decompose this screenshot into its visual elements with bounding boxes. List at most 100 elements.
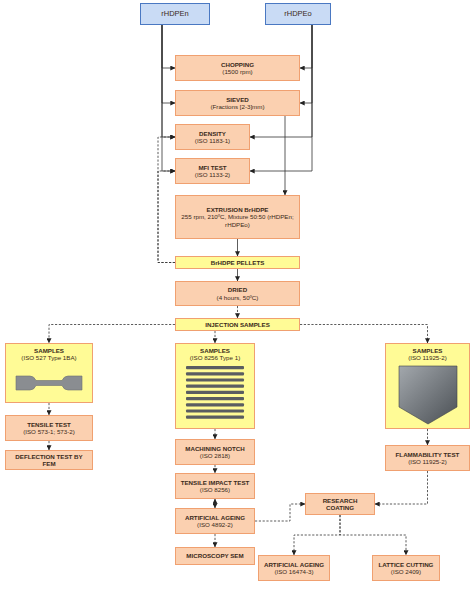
flow-connector xyxy=(250,25,312,171)
box-title: DENSITY xyxy=(199,130,226,137)
dogbone-specimen xyxy=(16,376,82,390)
process-box: MACHINING NOTCH(ISO 2818) xyxy=(175,439,255,465)
process-box: SIEVED(Fractions [2-3]mm) xyxy=(175,90,300,116)
bar-specimen xyxy=(186,385,244,388)
process-box: DRIED(4 hours, 50ºC) xyxy=(175,281,300,306)
box-title: SAMPLES xyxy=(413,347,443,354)
process-box: TENSILE IMPACT TEST(ISO 8256) xyxy=(175,473,255,499)
process-box: ARTIFICIAL AGEING(ISO 4892-2) xyxy=(175,508,255,534)
flow-connector xyxy=(300,325,428,344)
process-box: TENSILE TEST(ISO 573-1; 573-2) xyxy=(5,415,93,441)
flow-connector xyxy=(237,306,238,318)
box-title: RESEARCH COATING xyxy=(308,497,372,511)
box-title: BrHDPE PELLETS xyxy=(211,259,265,266)
flow-connector xyxy=(162,25,175,103)
box-detail: 255 rpm, 210ºC, Mixture 50:50 (rHDPEn; r… xyxy=(178,213,297,227)
connector-group xyxy=(49,25,428,555)
box-detail: (ISO 8256) xyxy=(200,486,230,493)
sample-box: SAMPLES(ISO 8256 Type 1) xyxy=(175,343,255,429)
box-title: MACHINING NOTCH xyxy=(185,445,244,452)
box-title: DEFLECTION TEST BY FEM xyxy=(8,453,90,467)
box-detail: (ISO 8256 Type 1) xyxy=(190,354,240,361)
bar-specimen xyxy=(186,403,244,406)
box-title: rHDPEn xyxy=(161,10,189,19)
box-detail: (ISO 11925-2) xyxy=(408,458,447,465)
box-title: TENSILE TEST xyxy=(27,421,71,428)
process-box: FLAMMABILITY TEST(ISO 11925-2) xyxy=(385,445,470,471)
box-title: LATTICE CUTTING xyxy=(379,561,434,568)
flow-connector xyxy=(162,25,175,68)
sample-box: SAMPLES(ISO 527 Type 1BA) xyxy=(5,343,93,403)
box-detail: (ISO 16474-3) xyxy=(274,568,313,575)
box-title: SAMPLES xyxy=(34,347,64,354)
process-box: LATTICE CUTTING(ISO 2409) xyxy=(372,555,440,581)
box-title: ARTIFICIAL AGEING xyxy=(264,561,324,568)
box-title: MICROSCOPY SEM xyxy=(186,552,243,559)
box-title: MFI TEST xyxy=(198,164,226,171)
flow-connector xyxy=(215,429,216,439)
box-title: rHDPEo xyxy=(284,10,312,19)
box-detail: (ISO 573-1; 573-2) xyxy=(23,428,75,435)
process-box: DENSITY(ISO 1183-1) xyxy=(175,124,250,150)
flow-connector xyxy=(237,269,238,281)
box-title: SAMPLES xyxy=(200,347,230,354)
box-title: INJECTION SAMPLES xyxy=(205,321,270,328)
box-title: ARTIFICIAL AGEING xyxy=(185,514,245,521)
source-box: rHDPEn xyxy=(140,3,210,25)
box-detail: (Fractions [2-3]mm) xyxy=(211,103,265,110)
bar-specimen xyxy=(186,378,244,381)
flow-connector xyxy=(49,441,50,450)
flow-connector xyxy=(427,429,428,445)
flow-connector xyxy=(294,515,340,555)
source-box: rHDPEo xyxy=(265,3,331,25)
flow-connector xyxy=(158,137,175,263)
box-detail: (ISO 2818) xyxy=(200,452,230,459)
bar-specimen xyxy=(186,416,244,419)
stage-band: INJECTION SAMPLES xyxy=(175,318,300,331)
flow-connector xyxy=(158,171,175,263)
flow-connector xyxy=(255,504,305,521)
box-detail: (ISO 527 Type 1BA) xyxy=(21,354,76,361)
process-box: RESEARCH COATING xyxy=(305,493,375,515)
bar-specimen xyxy=(186,409,244,412)
box-detail: (4 hours, 50ºC) xyxy=(217,294,259,301)
bar-specimen xyxy=(186,366,244,369)
box-title: DRIED xyxy=(228,286,247,293)
box-detail: (ISO 1133-2) xyxy=(195,171,230,178)
flow-connector xyxy=(162,25,175,171)
flow-connector xyxy=(250,25,312,137)
process-box: EXTRUSION BrHDPE255 rpm, 210ºC, Mixture … xyxy=(175,195,300,239)
flow-connector xyxy=(49,325,175,344)
flow-connector xyxy=(215,465,216,473)
bar-specimen xyxy=(186,372,244,375)
flow-connector xyxy=(215,499,216,508)
process-box: MFI TEST(ISO 1133-2) xyxy=(175,158,250,184)
flow-connector xyxy=(215,331,216,343)
stage-band: BrHDPE PELLETS xyxy=(175,256,300,269)
box-detail: (ISO 2409) xyxy=(391,568,421,575)
flow-connector xyxy=(215,534,216,547)
box-detail: (ISO 1183-1) xyxy=(195,137,230,144)
impact-bar-specimens xyxy=(186,366,244,419)
box-detail: (ISO 4892-2) xyxy=(197,521,233,528)
box-title: FLAMMABILITY TEST xyxy=(396,451,460,458)
bar-specimen xyxy=(186,391,244,394)
flow-connector xyxy=(375,471,428,504)
flow-connector xyxy=(300,25,312,103)
flow-connector xyxy=(237,239,238,256)
process-box: CHOPPING(1500 rpm) xyxy=(175,55,300,81)
box-title: CHOPPING xyxy=(221,61,254,68)
box-title: TENSILE IMPACT TEST xyxy=(181,479,250,486)
process-box: DEFLECTION TEST BY FEM xyxy=(5,450,93,470)
box-title: SIEVED xyxy=(226,96,249,103)
box-detail: (1500 rpm) xyxy=(222,68,252,75)
process-box: ARTIFICIAL AGEING(ISO 16474-3) xyxy=(258,555,330,581)
flow-connector xyxy=(162,25,175,137)
flow-connector xyxy=(285,116,286,195)
flammability-plate xyxy=(399,366,457,424)
sample-box: SAMPLES(ISO 11925-2) xyxy=(385,343,470,429)
box-detail: (ISO 11925-2) xyxy=(408,354,447,361)
flow-connector xyxy=(49,403,50,415)
